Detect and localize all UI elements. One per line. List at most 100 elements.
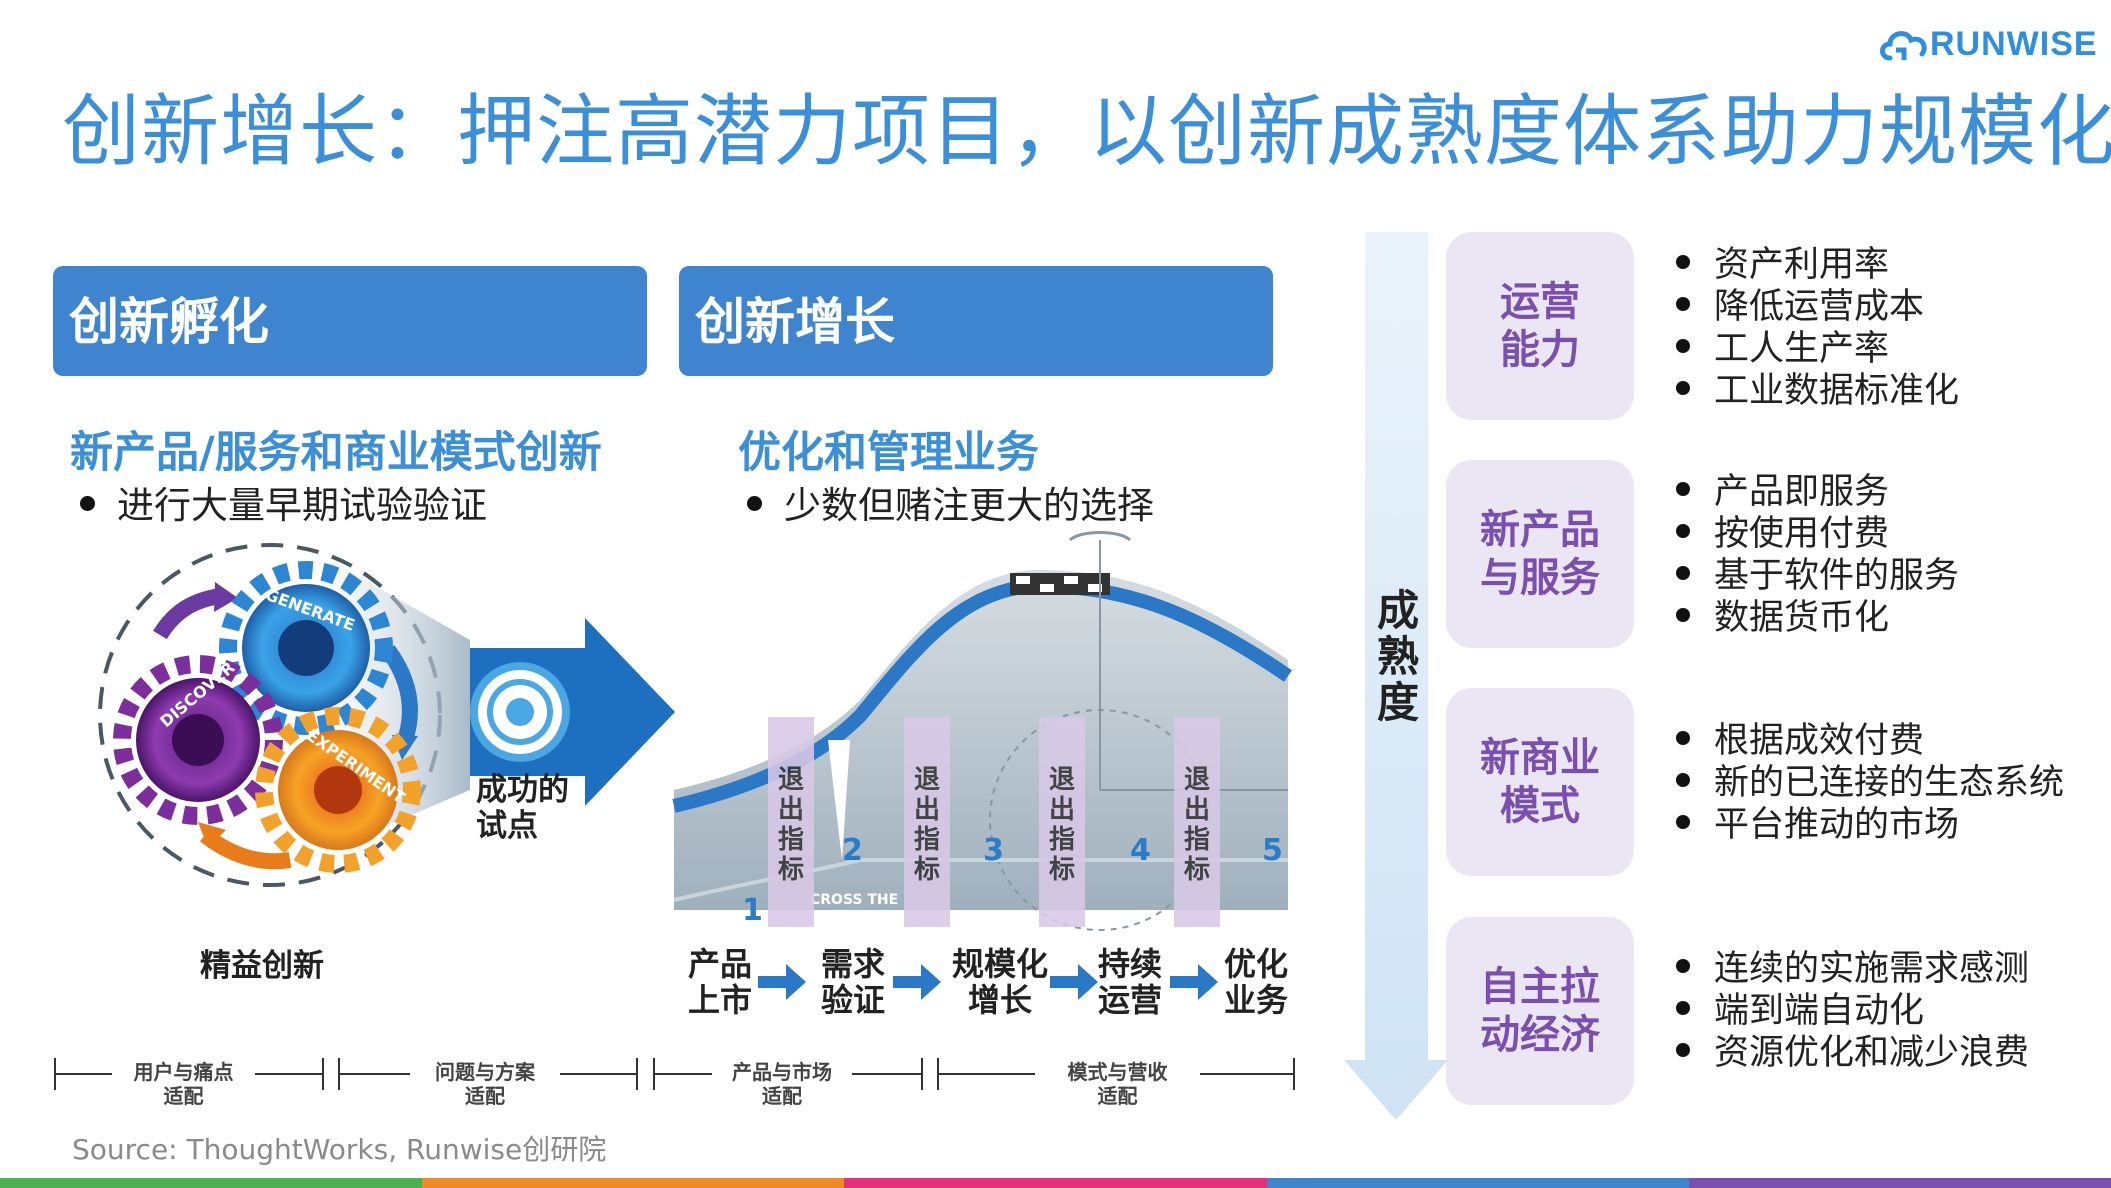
bullet-dot xyxy=(1676,1043,1690,1057)
maturity-list-new-business-models: 根据成效付费 新的已连接的生态系统 平台推动的市场 xyxy=(1676,720,2064,846)
bottom-color-strip xyxy=(0,1178,2111,1188)
maturity-box-new-business-models: 新商业 模式 xyxy=(1446,688,1634,876)
maturity-axis-label: 成熟度 xyxy=(1376,586,1419,727)
list-item: 降低运营成本 xyxy=(1676,286,1959,328)
fit-label-user-pain: 用户与痛点 适配 xyxy=(133,1060,234,1108)
list-item: 产品即服务 xyxy=(1676,471,1959,513)
list-item-text: 工业数据标准化 xyxy=(1714,371,1960,411)
stage-number-2: 2 xyxy=(842,833,863,868)
list-item-text: 基于软件的服务 xyxy=(1714,556,1960,596)
stage-label-3: 规模化 增长 xyxy=(951,945,1048,1019)
successful-pilot-label: 成功的 试点 xyxy=(476,772,569,844)
list-item-text: 资源优化和减少浪费 xyxy=(1714,1033,2030,1073)
bullet-dot xyxy=(1676,566,1690,580)
bullet-dot xyxy=(1676,773,1690,787)
stage-arrows xyxy=(758,964,1218,1000)
discover-gear xyxy=(113,655,283,825)
bullet-dot xyxy=(1676,339,1690,353)
list-item: 资源优化和减少浪费 xyxy=(1676,1032,2029,1074)
maturity-box-autonomous-economy: 自主拉 动经济 xyxy=(1446,917,1634,1105)
bullet-dot xyxy=(1676,608,1690,622)
list-item: 端到端自动化 xyxy=(1676,990,2029,1032)
bullet-dot xyxy=(1676,731,1690,745)
growth-heading: 优化和管理业务 xyxy=(738,428,1039,478)
fit-label-model-revenue: 模式与营收 适配 xyxy=(1067,1060,1168,1108)
strip-segment-purple xyxy=(1688,1178,2111,1188)
list-item-text: 平台推动的市场 xyxy=(1714,805,1960,845)
stage-number-3: 3 xyxy=(983,833,1004,868)
strip-segment-blue xyxy=(1266,1178,1689,1188)
list-item: 新的已连接的生态系统 xyxy=(1676,762,2064,804)
fit-label-problem-solution: 问题与方案 适配 xyxy=(435,1060,535,1108)
list-item-text: 新的已连接的生态系统 xyxy=(1714,763,2065,803)
bullet-dot xyxy=(747,496,762,511)
list-item-text: 端到端自动化 xyxy=(1714,991,1925,1031)
cloud-logo-icon xyxy=(1880,31,1927,61)
list-item-text: 连续的实施需求感测 xyxy=(1714,949,2030,989)
lean-innovation-caption: 精益创新 xyxy=(200,948,324,984)
bullet-dot xyxy=(1676,381,1690,395)
strip-segment-green xyxy=(0,1178,423,1188)
brand-wordmark: RUNWISE xyxy=(1930,24,2098,63)
list-item-text: 工人生产率 xyxy=(1714,329,1890,369)
exit-indicator-3: 退出指标 xyxy=(1039,717,1085,927)
growth-bullet-text: 少数但赌注更大的选择 xyxy=(784,484,1154,527)
bullet-dot xyxy=(1676,297,1690,311)
stage-number-1: 1 xyxy=(742,893,763,928)
stage-label-5: 优化 业务 xyxy=(1223,945,1288,1019)
maturity-down-arrow xyxy=(1344,232,1448,1120)
bullet-dot xyxy=(1676,815,1690,829)
exit-indicator-2: 退出指标 xyxy=(904,717,950,927)
maturity-box-new-products: 新产品 与服务 xyxy=(1446,460,1634,648)
list-item-text: 按使用付费 xyxy=(1714,514,1890,554)
stage-label-1: 产品 上市 xyxy=(687,945,752,1019)
stage-label-2: 需求 验证 xyxy=(820,945,885,1019)
list-item-text: 根据成效付费 xyxy=(1714,721,1925,761)
stage-number-4: 4 xyxy=(1130,833,1151,868)
exit-indicator-1: 退出指标 xyxy=(768,717,814,927)
bullet-dot xyxy=(1676,524,1690,538)
incubation-bullet-text: 进行大量早期试验验证 xyxy=(117,484,487,527)
maturity-list-autonomous-economy: 连续的实施需求感测 端到端自动化 资源优化和减少浪费 xyxy=(1676,948,2029,1074)
list-item: 工人生产率 xyxy=(1676,328,1959,370)
list-item: 连续的实施需求感测 xyxy=(1676,948,2029,990)
growth-bullet: 少数但赌注更大的选择 xyxy=(747,475,1154,529)
bullet-dot xyxy=(80,496,95,511)
slide-title: 创新增长：押注高潜力项目，以创新成熟度体系助力规模化 xyxy=(62,87,2111,177)
exit-indicator-4: 退出指标 xyxy=(1174,717,1220,927)
strip-segment-pink xyxy=(844,1178,1267,1188)
list-item: 基于软件的服务 xyxy=(1676,555,1959,597)
list-item: 工业数据标准化 xyxy=(1676,370,1959,412)
maturity-list-new-products: 产品即服务 按使用付费 基于软件的服务 数据货币化 xyxy=(1676,471,1959,639)
brand-logo: RUNWISE xyxy=(1878,24,2098,64)
list-item: 根据成效付费 xyxy=(1676,720,2064,762)
bullet-dot xyxy=(1676,482,1690,496)
list-item: 资产利用率 xyxy=(1676,244,1959,286)
list-item: 数据货币化 xyxy=(1676,597,1959,639)
source-note: Source: ThoughtWorks, Runwise创研院 xyxy=(72,1133,607,1166)
cross-the-chasm-text: CROSS THE xyxy=(810,892,898,908)
incubation-banner: 创新孵化 xyxy=(53,266,647,376)
list-item: 平台推动的市场 xyxy=(1676,804,2064,846)
experiment-gear xyxy=(255,707,421,873)
maturity-list-operations: 资产利用率 降低运营成本 工人生产率 工业数据标准化 xyxy=(1676,244,1959,412)
stage-label-4: 持续 运营 xyxy=(1097,945,1162,1019)
fit-scale xyxy=(54,1058,1295,1090)
growth-banner: 创新增长 xyxy=(679,266,1273,376)
stage-number-5: 5 xyxy=(1262,833,1283,868)
fit-label-product-market: 产品与市场 适配 xyxy=(732,1060,832,1108)
maturity-box-operations: 运营 能力 xyxy=(1446,232,1634,420)
list-item-text: 降低运营成本 xyxy=(1714,287,1925,327)
list-item-text: 数据货币化 xyxy=(1714,598,1890,638)
bullet-dot xyxy=(1676,1001,1690,1015)
bullet-dot xyxy=(1676,959,1690,973)
incubation-bullet: 进行大量早期试验验证 xyxy=(80,475,487,529)
list-item: 按使用付费 xyxy=(1676,513,1959,555)
strip-segment-orange xyxy=(422,1178,845,1188)
incubation-heading: 新产品/服务和商业模式创新 xyxy=(70,428,602,478)
list-item-text: 产品即服务 xyxy=(1714,472,1890,512)
bullet-dot xyxy=(1676,255,1690,269)
lean-innovation-cycle: DISCOVER GENERATE EXPERIMENT xyxy=(98,543,675,887)
list-item-text: 资产利用率 xyxy=(1714,245,1890,285)
